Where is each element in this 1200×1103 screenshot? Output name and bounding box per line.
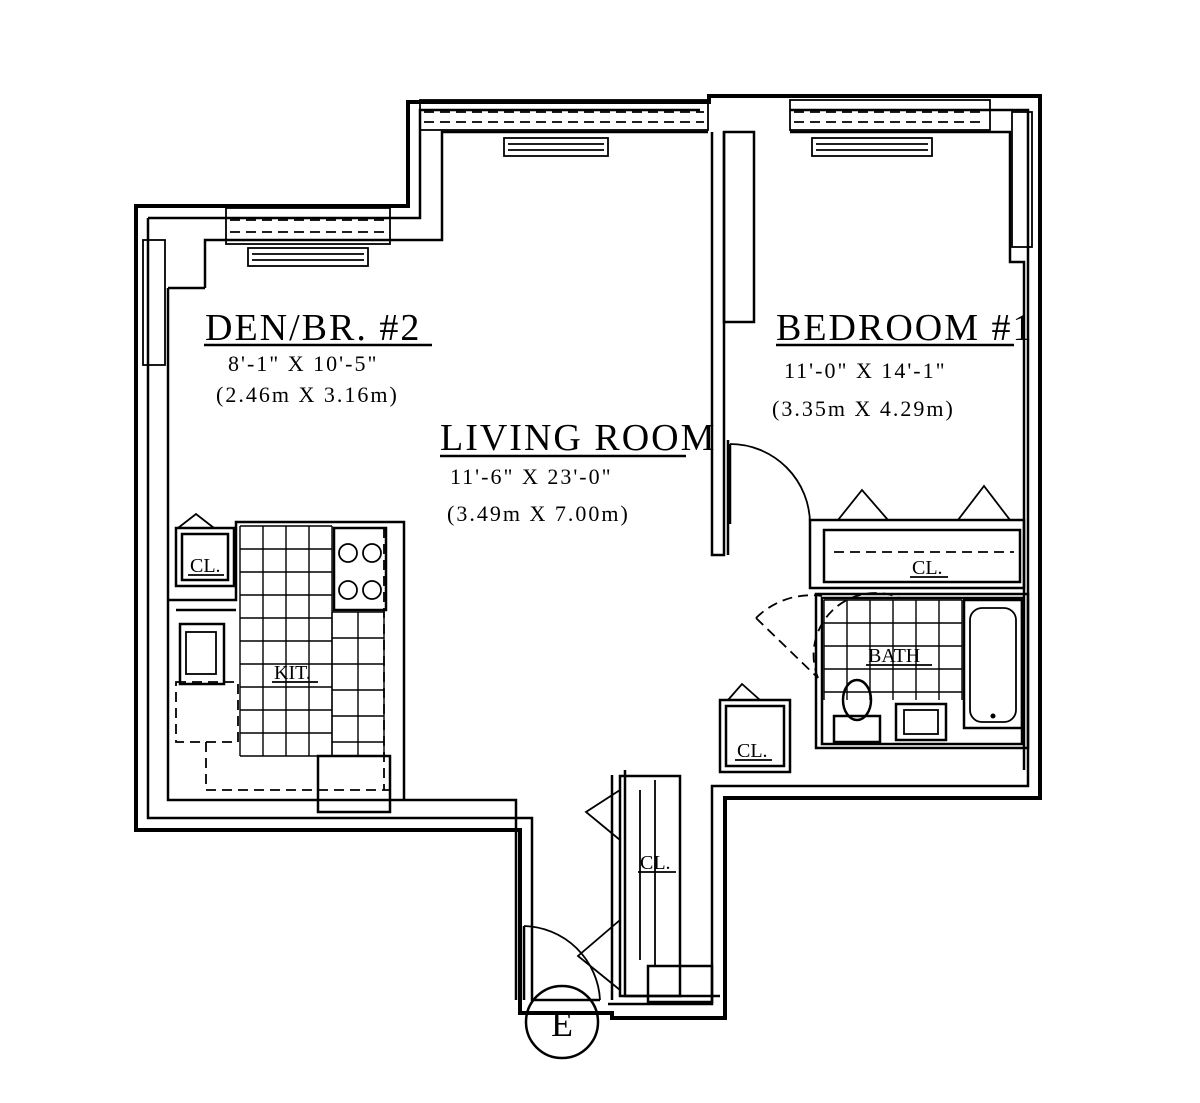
den-dim-imperial: 8'-1" X 10'-5" [228,351,378,376]
entry-marker: E [524,984,600,1060]
living-dim-imperial: 11'-6" X 23'-0" [450,464,613,489]
interior-walls [168,130,1030,1004]
entry-closet-label: CL. [640,852,671,874]
windows [142,99,1033,366]
bedroom-label-group: BEDROOM #1 11'-0" X 14'-1" (3.35m X 4.29… [772,307,1034,421]
living-dim-metric: (3.49m X 7.00m) [447,501,630,526]
radiators [247,137,933,267]
bath-fixtures [832,598,1024,744]
den-label-group: DEN/BR. #2 8'-1" X 10'-5" (2.46m X 3.16m… [204,307,432,407]
den-name: DEN/BR. #2 [205,307,421,349]
living-name: LIVING ROOM [440,417,716,459]
entry-label: E [551,1004,573,1044]
den-dim-metric: (2.46m X 3.16m) [216,382,399,407]
outer-walls [134,94,1042,1020]
kitchen-label: KIT. [274,662,311,684]
bedroom-dim-imperial: 11'-0" X 14'-1" [784,358,947,383]
bath-label: BATH [868,645,920,667]
den-closet-label: CL. [190,555,221,577]
bath-tiles [823,599,963,700]
kitchen-tiles [239,525,385,757]
small-labels: KIT. BATH CL. CL. CL. CL. [188,555,948,874]
living-label-group: LIVING ROOM 11'-6" X 23'-0" (3.49m X 7.0… [440,417,716,526]
kitchen-fixtures [175,526,392,814]
doors [177,443,1011,1001]
bedroom-dim-metric: (3.35m X 4.29m) [772,396,955,421]
hall-closet-label: CL. [737,740,768,762]
bedroom-closet-label: CL. [912,557,943,579]
bedroom-name: BEDROOM #1 [776,307,1034,349]
